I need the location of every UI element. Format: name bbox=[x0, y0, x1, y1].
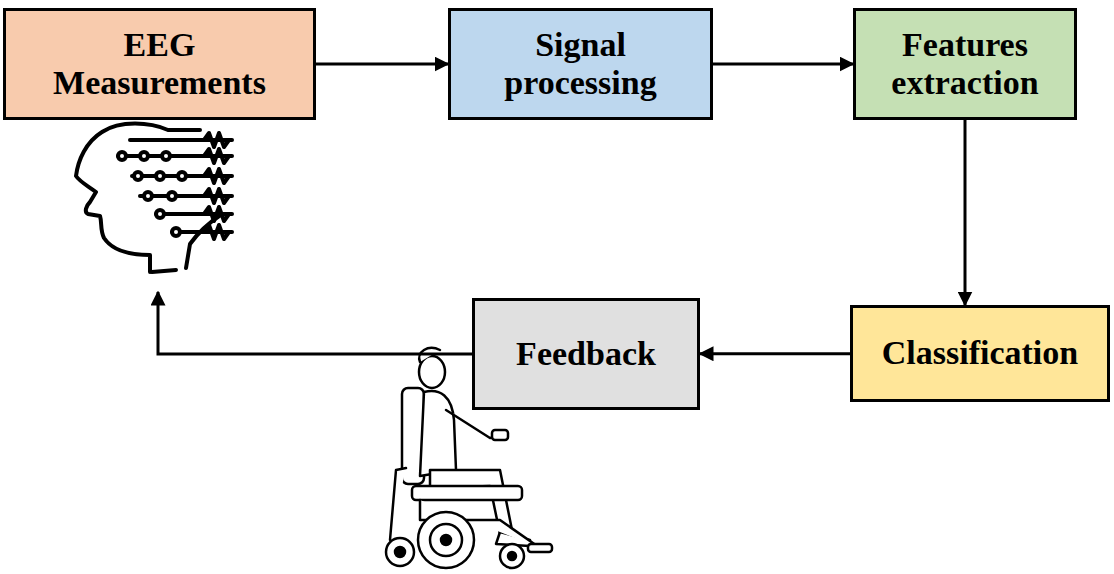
process-box: Classification bbox=[850, 305, 1110, 402]
flow-arrow bbox=[700, 352, 850, 355]
process-box: Features extraction bbox=[853, 8, 1077, 120]
flow-arrow bbox=[316, 63, 448, 66]
flow-arrow bbox=[713, 63, 853, 66]
feedback-box: Feedback bbox=[472, 298, 700, 410]
measurement-box: EEG Measurements bbox=[3, 8, 316, 120]
node-label: Signal processing bbox=[473, 26, 688, 102]
flow-arrow bbox=[964, 120, 967, 305]
node-label: EEG Measurements bbox=[25, 26, 295, 102]
process-box: Signal processing bbox=[448, 8, 713, 120]
node-label: Feedback bbox=[516, 335, 656, 373]
node-label: Features extraction bbox=[870, 26, 1060, 102]
flow-arrow bbox=[158, 292, 472, 354]
node-label: Classification bbox=[882, 334, 1078, 372]
eeg-head-icon bbox=[76, 124, 232, 273]
